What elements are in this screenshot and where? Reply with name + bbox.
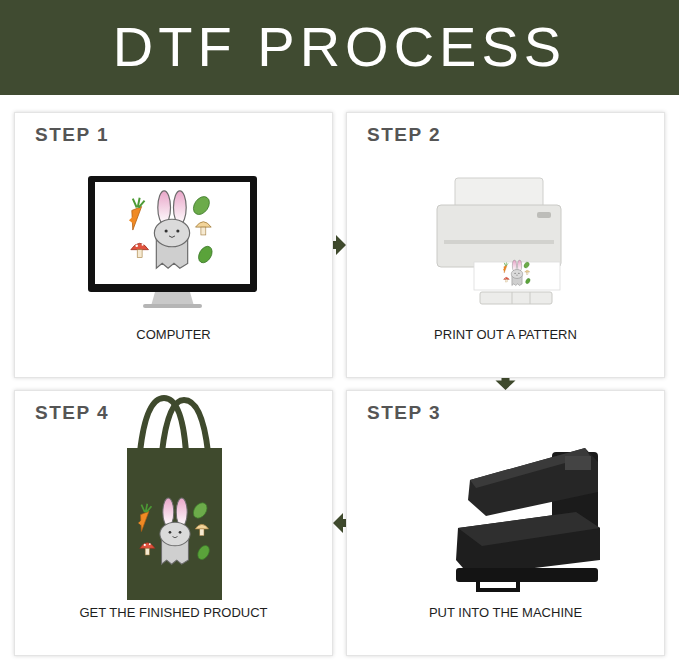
heat-press-part [456,568,598,582]
step-number: STEP 4 [35,402,109,424]
step-panel: STEP 2 PRINT OUT A PATTERN [346,112,665,378]
step-panel: STEP 4 GET THE FINISHED PRODUCT [14,390,333,656]
heat-press-part [456,512,600,576]
step-caption: GET THE FINISHED PRODUCT [21,605,326,621]
computer-monitor-part [129,191,215,268]
heat-press-part [468,448,598,516]
diagram-title: DTF PROCESS [0,14,679,80]
step-panel: STEP 1 COMPUTER [14,112,333,378]
printer-part [530,292,531,304]
step-caption: COMPUTER [21,327,326,343]
heat-press-part [458,512,600,546]
tote-bag [127,398,222,600]
printer-part [480,292,552,304]
printer-part [444,240,554,244]
computer-monitor [88,176,257,308]
flow-arrow [496,378,516,390]
step-number: STEP 3 [367,402,441,424]
computer-monitor-part [143,304,202,308]
tote-bag-part [162,400,208,452]
printer-part [512,292,513,304]
step-caption: PUT INTO THE MACHINE [353,605,658,621]
step-number: STEP 1 [35,124,109,146]
printer-part [437,205,561,267]
tote-bag-part [138,498,212,564]
heat-press-part [478,580,518,590]
heat-press [456,448,600,590]
computer-monitor-part [95,182,250,284]
tote-bag-part [127,448,222,600]
title-band: DTF PROCESS [0,0,679,95]
flow-arrow [333,513,346,533]
computer-monitor-part [88,176,257,292]
step-panel: STEP 3 PUT INTO THE MACHINE [346,390,665,656]
printer-part [537,212,551,218]
heat-press-part [470,448,590,488]
flow-arrow [333,235,346,255]
printer [437,178,561,304]
step-number: STEP 2 [367,124,441,146]
heat-press-part [565,456,591,470]
computer-monitor-part [151,292,194,306]
step-caption: PRINT OUT A PATTERN [353,327,658,343]
printer-part [503,260,531,285]
